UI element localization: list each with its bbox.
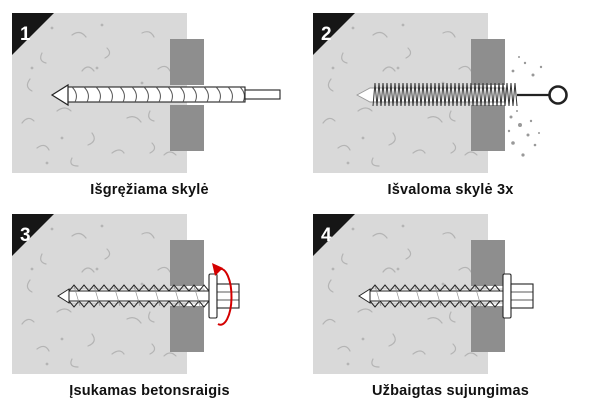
panel-step-4: 4 Užbaigtas sujungimas xyxy=(313,214,588,401)
fixture-plate xyxy=(471,39,505,151)
screw-driving-illustration: 3 xyxy=(12,214,240,374)
panel-caption: Įsukamas betonsraigis xyxy=(69,383,230,399)
panel-step-1: 1 Išgręžiama skylė xyxy=(12,13,287,200)
fixture-plate xyxy=(170,39,204,151)
fixture-plate xyxy=(471,240,505,352)
step-number-badge: 4 xyxy=(313,214,355,256)
step-number-badge: 1 xyxy=(12,13,54,55)
dust-particles xyxy=(507,56,543,157)
screw-tip xyxy=(57,288,70,304)
panel-caption: Išvaloma skylė 3x xyxy=(387,182,514,198)
step-number: 4 xyxy=(321,225,332,246)
step-number: 3 xyxy=(20,225,31,246)
panel-caption: Užbaigtas sujungimas xyxy=(371,383,530,399)
hex-head xyxy=(510,283,534,309)
hex-head xyxy=(216,283,240,309)
panel-step-3: 3 Įsukamas betonsraigis xyxy=(12,214,287,401)
fixture-plate xyxy=(170,240,204,352)
drill-bit-drilling-hole-illustration: 1 xyxy=(12,13,281,173)
finished-connection-illustration: 4 xyxy=(313,214,534,374)
concrete-screw-icon xyxy=(358,273,534,319)
concrete-screw-icon xyxy=(57,263,240,326)
step-number: 2 xyxy=(321,24,332,45)
washer-flange xyxy=(502,273,512,319)
panel-step-2: 2 Išvaloma skylė 3x xyxy=(313,13,588,200)
step-number-badge: 3 xyxy=(12,214,54,256)
drill-bit-icon xyxy=(50,83,281,107)
step-number-badge: 2 xyxy=(313,13,355,55)
brush-cleaning-hole-illustration: 2 xyxy=(313,13,568,173)
drill-tip xyxy=(50,83,69,107)
panel-caption: Išgręžiama skylė xyxy=(90,182,209,198)
brush-coil xyxy=(372,82,518,107)
cleaning-brush-icon xyxy=(372,82,568,107)
step-number: 1 xyxy=(20,24,31,45)
screw-tip xyxy=(358,288,371,304)
ring-handle-icon xyxy=(548,85,568,105)
washer-flange xyxy=(208,273,218,319)
rotation-arrow-icon xyxy=(212,263,233,326)
